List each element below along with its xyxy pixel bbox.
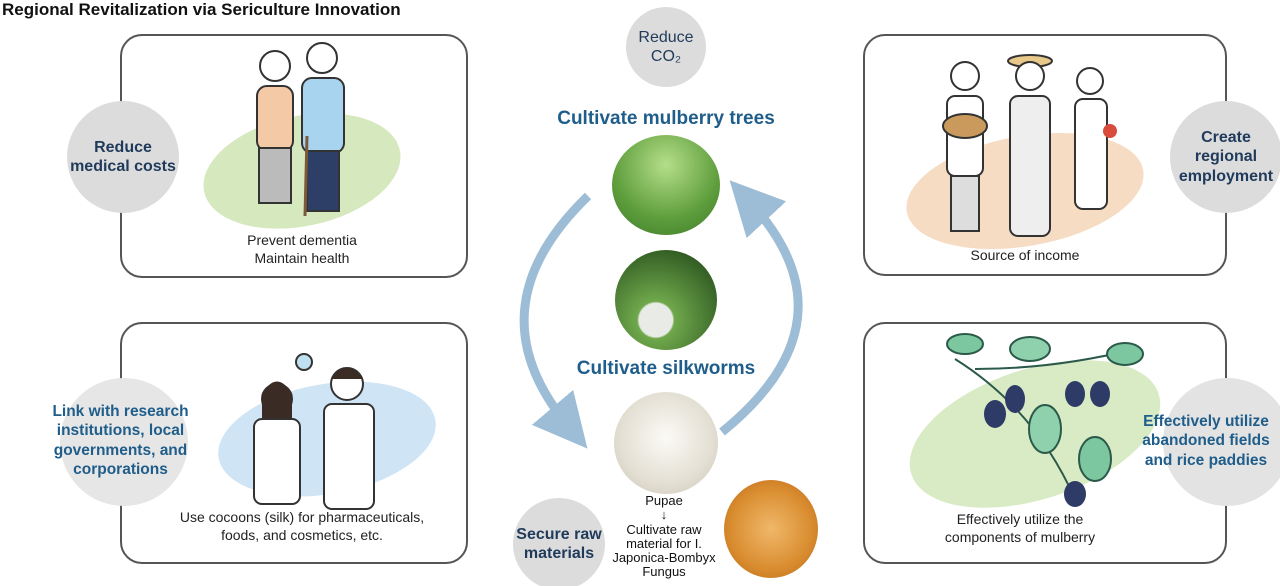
left-cycle-arrow — [519, 192, 592, 449]
cultivate-mulberry-heading: Cultivate mulberry trees — [557, 108, 775, 129]
fungus-photo — [724, 480, 818, 578]
reduce-medical-costs-circle: Reduce medical costs — [67, 101, 179, 213]
elderly-couple-illustration — [256, 42, 345, 217]
right-cycle-arrow — [719, 180, 803, 436]
cocoons-photo — [614, 392, 718, 494]
caption-line: Prevent dementia — [247, 232, 357, 248]
abandoned-fields-text: Effectively utilize abandoned fields and… — [1142, 413, 1270, 469]
caption-line: Maintain health — [254, 250, 350, 267]
reduce-co2-circle: Reduce CO₂ — [626, 7, 706, 87]
caption-line: Effectively utilize the — [956, 511, 1084, 527]
cultivate-silkworms-heading: Cultivate silkworms — [576, 358, 756, 379]
employment-panel: Source of income — [863, 34, 1227, 276]
mulberry-branch-illustration — [946, 333, 1144, 507]
caption-line: Use cocoons (silk) for pharmaceuticals, — [179, 509, 425, 525]
mulberry-field-photo — [612, 135, 720, 235]
secure-raw-materials-circle: Secure raw materials — [513, 498, 605, 586]
research-circle — [60, 378, 188, 506]
silkworm-photo — [615, 250, 717, 350]
abandoned-fields-circle — [1163, 378, 1280, 506]
caption-line: foods, and cosmetics, etc. — [221, 527, 383, 544]
researchers-illustration — [253, 353, 375, 510]
pupae-fungus-text: Pupae ↓ Cultivate raw material for I. Ja… — [607, 493, 721, 580]
employment-caption: Source of income — [970, 247, 1080, 263]
caption-line: components of mulberry — [944, 529, 1096, 546]
link-research-text: Link with research institutions, local g… — [52, 403, 189, 479]
pupae-label: Pupae — [645, 493, 683, 508]
fungus-label: Cultivate raw material for I. Japonica-B… — [612, 521, 716, 580]
mulberry-caption: Effectively utilize the components of mu… — [920, 510, 1120, 546]
create-employment-circle: Create regional employment — [1170, 101, 1280, 213]
page-title: Regional Revitalization via Sericulture … — [2, 0, 401, 19]
down-arrow-icon: ↓ — [660, 507, 668, 523]
research-caption: Use cocoons (silk) for pharmaceuticals, … — [152, 508, 452, 544]
health-caption: Prevent dementia Maintain health — [202, 231, 402, 267]
farmers-illustration — [942, 54, 1117, 237]
